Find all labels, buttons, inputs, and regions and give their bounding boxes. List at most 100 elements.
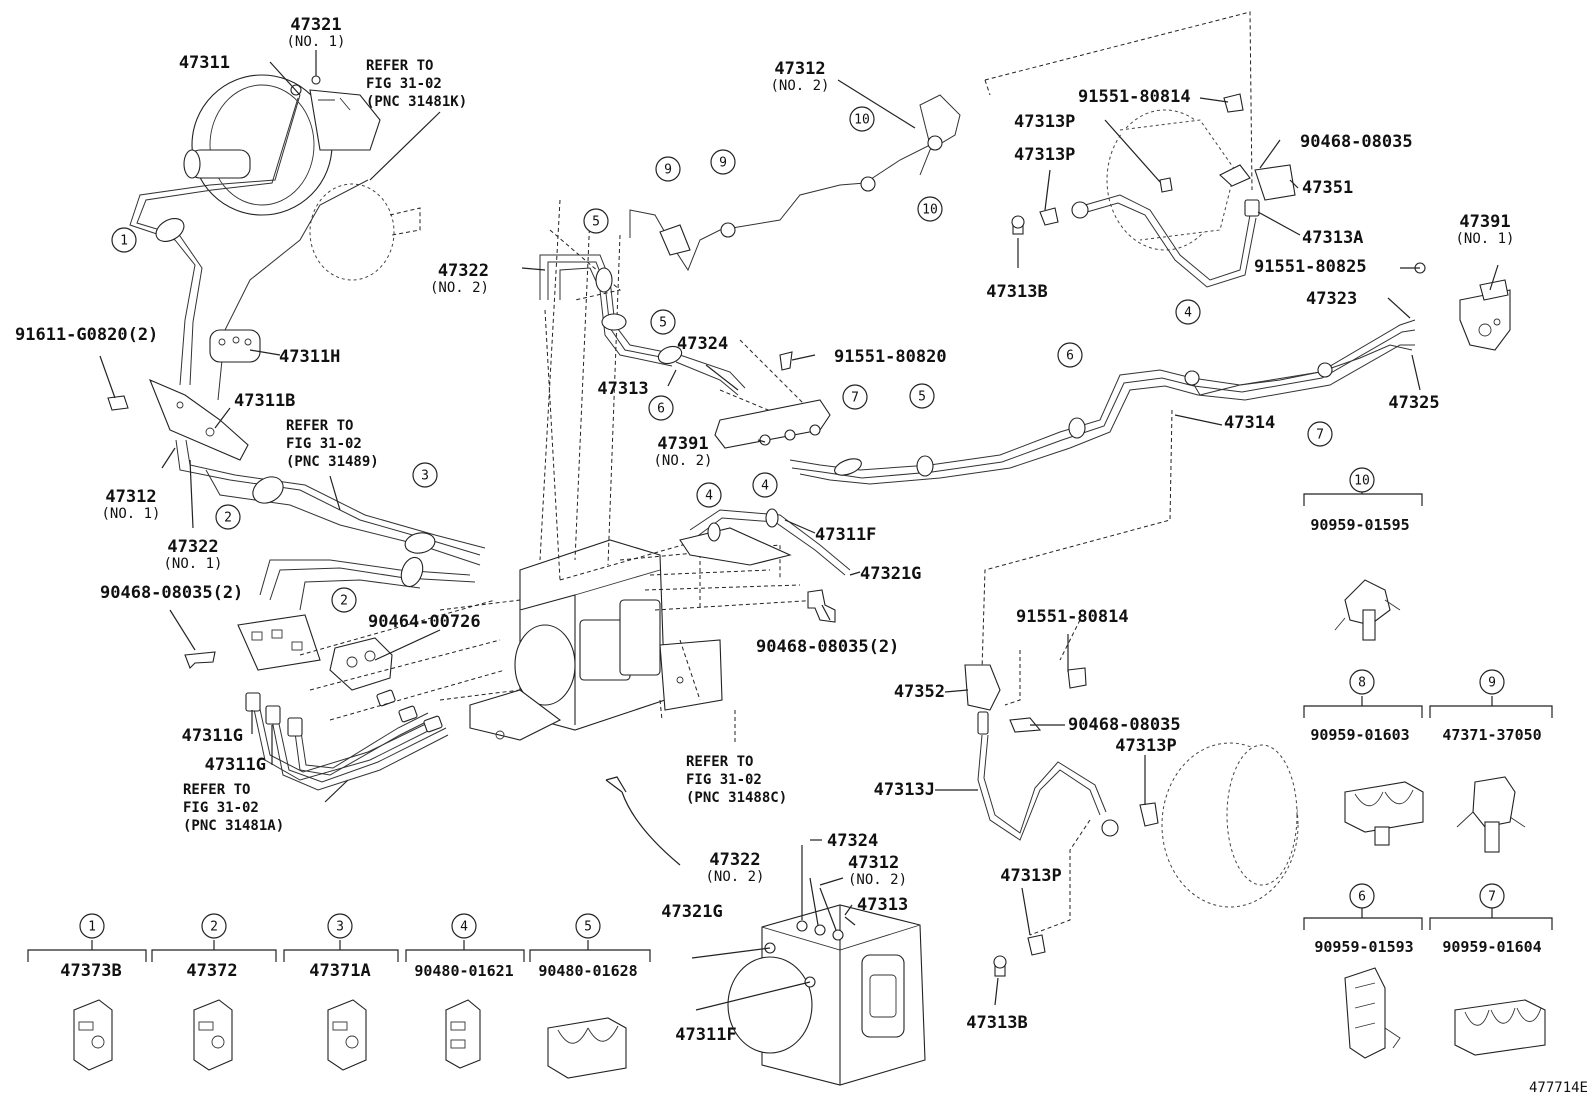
legend-part-number: 47372: [186, 961, 237, 981]
clamp-circle-number: 10: [922, 203, 938, 218]
rear-caliper-lower: [964, 664, 1299, 977]
part-number-label: 47313P: [1000, 866, 1061, 886]
callout: 47313B: [966, 1013, 1027, 1033]
legend-entry: 6 90959-01593: [1314, 883, 1414, 956]
legend-entry: 3 47371A: [309, 913, 371, 981]
callout: 47313P: [1014, 145, 1075, 165]
legend-brackets: [27, 484, 1553, 962]
clamp-circle: 9: [655, 156, 681, 182]
part-number-label: 47324: [677, 334, 728, 354]
part-number-label: 47313J: [874, 780, 935, 800]
abs-actuator-assembly: [469, 539, 723, 741]
callout: 47323: [1306, 289, 1357, 309]
legend-clamp-number: 9: [1488, 676, 1496, 691]
part-number-label: 91611-G0820(2): [15, 325, 158, 345]
part-number-label: 47311H: [279, 347, 340, 367]
clamp-circle: 3: [412, 462, 438, 488]
legend-entry: 7 90959-01604: [1442, 883, 1542, 956]
part-sub-label: (NO. 2): [705, 869, 764, 885]
hoses-47311g: [245, 689, 449, 791]
clamp-circle: 7: [1307, 421, 1333, 447]
part-number-label: 47322: [709, 850, 760, 870]
part-number-label: 90468-08035: [1068, 715, 1181, 735]
leader-lines: [99, 50, 1499, 1006]
clamp-circle-number: 6: [1066, 349, 1074, 364]
callout: 47311G: [182, 726, 243, 746]
legend-part-number: 90959-01603: [1310, 726, 1409, 744]
detail-arrow: [605, 776, 681, 866]
part-number-label: 47313P: [1014, 112, 1075, 132]
brake-lines-actuator-top: [679, 508, 851, 623]
legend-part-number: 47371A: [309, 961, 370, 981]
drawing: [27, 11, 1553, 1086]
legend-clamp-sketches-right: [1334, 579, 1546, 1059]
callout: 90468-08035: [1068, 715, 1181, 735]
part-number-label: 47311G: [205, 755, 266, 775]
holder-plate-left: [237, 614, 321, 671]
clamp-circle: 5: [583, 208, 609, 234]
legend-part-number: 90480-01621: [414, 962, 513, 980]
callout: 47352: [894, 682, 945, 702]
callout: 47313P: [1000, 866, 1061, 886]
callout: 47311F: [815, 525, 876, 545]
legend-clamp-number: 4: [460, 920, 468, 935]
callout: 91551-80814: [1078, 87, 1191, 107]
callout: 47321G: [661, 902, 722, 922]
clamp-circle: 2: [331, 587, 357, 613]
clamp-circle-number: 6: [657, 402, 665, 417]
rear-caliper-upper: [1011, 93, 1426, 288]
legend-part-number: 90959-01593: [1314, 938, 1413, 956]
clamp-circle: 4: [696, 482, 722, 508]
part-number-label: 90464-00726: [368, 612, 481, 632]
legend-part-number: 47373B: [60, 961, 121, 981]
callout: 91551-80820: [834, 347, 947, 367]
clamp-circle: 7: [842, 384, 868, 410]
callout: 47312(NO. 2): [848, 853, 907, 888]
callout: 90468-08035(2): [100, 583, 243, 603]
legend-clamp-number: 3: [336, 920, 344, 935]
callout: 47311H: [279, 347, 340, 367]
part-sub-label: (NO. 1): [286, 34, 345, 50]
clamp-circle: 6: [1057, 342, 1083, 368]
clamp-circle: 4: [1175, 299, 1201, 325]
legend-entry: 1 47373B: [60, 913, 122, 981]
legend-clamp-number: 8: [1358, 676, 1366, 691]
legend-part-number: 90480-01628: [538, 962, 637, 980]
legend-clamp-number: 7: [1488, 890, 1496, 905]
callout: 47312(NO. 1): [101, 487, 160, 522]
part-number-label: 47351: [1302, 178, 1353, 198]
bracket-47391-no2: [714, 351, 831, 449]
part-sub-label: (NO. 2): [770, 78, 829, 94]
clamp-circle: 5: [650, 309, 676, 335]
legend-clamp-number: 1: [88, 920, 96, 935]
part-number-label: 47321G: [661, 902, 722, 922]
callout: 47311F: [675, 1025, 736, 1045]
part-number-label: 47391: [1459, 212, 1510, 232]
legend-clamp-number: 10: [1354, 474, 1370, 489]
callout: 47321(NO. 1): [286, 15, 345, 50]
part-number-label: 90468-08035: [1300, 132, 1413, 152]
callout: 47322(NO. 2): [430, 261, 489, 296]
callout: 47313: [857, 895, 908, 915]
part-number-label: 47311G: [182, 726, 243, 746]
callout: 47324: [827, 831, 878, 851]
clamp-circle-number: 5: [918, 390, 926, 405]
part-number-label: 47311F: [675, 1025, 736, 1045]
part-number-label: 90468-08035(2): [100, 583, 243, 603]
legend-part-number: 90959-01604: [1442, 938, 1541, 956]
legend-clamp-number: 2: [210, 920, 218, 935]
callout: 47351: [1302, 178, 1353, 198]
part-sub-label: (NO. 1): [163, 556, 222, 572]
legend-clamp-number: 6: [1358, 890, 1366, 905]
clamp-circle: 10: [849, 106, 875, 132]
brake-lines-left: [129, 94, 486, 611]
